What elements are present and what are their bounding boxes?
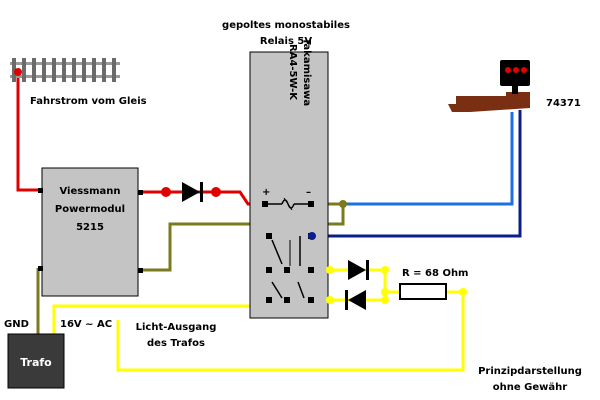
module-terminal-out [138, 190, 143, 195]
module-terminal-in [38, 188, 43, 193]
relay-box [249, 51, 329, 319]
resistor-label: R = 68 Ohm [402, 268, 468, 279]
relay-minus-label: – [306, 187, 311, 198]
relay-title-line1: gepoltes monostabiles [222, 20, 350, 31]
module-name: Viessmann [59, 186, 120, 197]
light-output-line1: Licht-Ausgang [136, 322, 217, 333]
track-icon [10, 58, 120, 82]
relay-plus-label: + [262, 187, 270, 198]
signal-icon [448, 60, 530, 112]
wire-track-red [16, 72, 42, 192]
module-number: 5215 [76, 222, 104, 233]
power-module-box [41, 167, 139, 297]
module-type: Powermodul [55, 204, 125, 215]
resistor-icon [399, 283, 447, 300]
principle-note-line2: ohne Gewähr [493, 382, 567, 393]
relay-pin-plus [262, 201, 268, 207]
relay-title-line2: Relais 5V [260, 36, 312, 47]
junction-yellow [459, 288, 467, 296]
principle-note-line1: Prinzipdarstellung [478, 366, 582, 377]
trafo-label: Trafo [20, 356, 52, 369]
gnd-label: GND [4, 319, 29, 330]
relay-part-name: Takamisawa [301, 38, 312, 106]
relay-switch-icon [266, 233, 314, 303]
module-terminal-gnd [38, 266, 43, 271]
wire-relay-to-signal-lightblue [343, 112, 514, 206]
trafo-box [7, 333, 65, 389]
diode-bottom-icon [326, 288, 389, 310]
wire-relay-to-signal-darkblue [312, 110, 522, 238]
diode-icon [161, 182, 221, 202]
junction-olive [339, 200, 347, 208]
signal-label: 74371 [546, 98, 581, 109]
relay-pin-minus [308, 201, 314, 207]
diode-top-icon [326, 260, 389, 280]
wire-trafo-light-yellow [52, 304, 312, 335]
light-output-line2: des Trafos [147, 338, 205, 349]
track-label: Fahrstrom vom Gleis [30, 96, 147, 107]
module-terminal-return [138, 268, 143, 273]
relay-part-number: RA4-5W-K [287, 44, 298, 101]
junction-darkblue [308, 232, 316, 240]
wire-trafo-return-yellow [116, 292, 465, 372]
ac-label: 16V ~ AC [60, 319, 112, 330]
